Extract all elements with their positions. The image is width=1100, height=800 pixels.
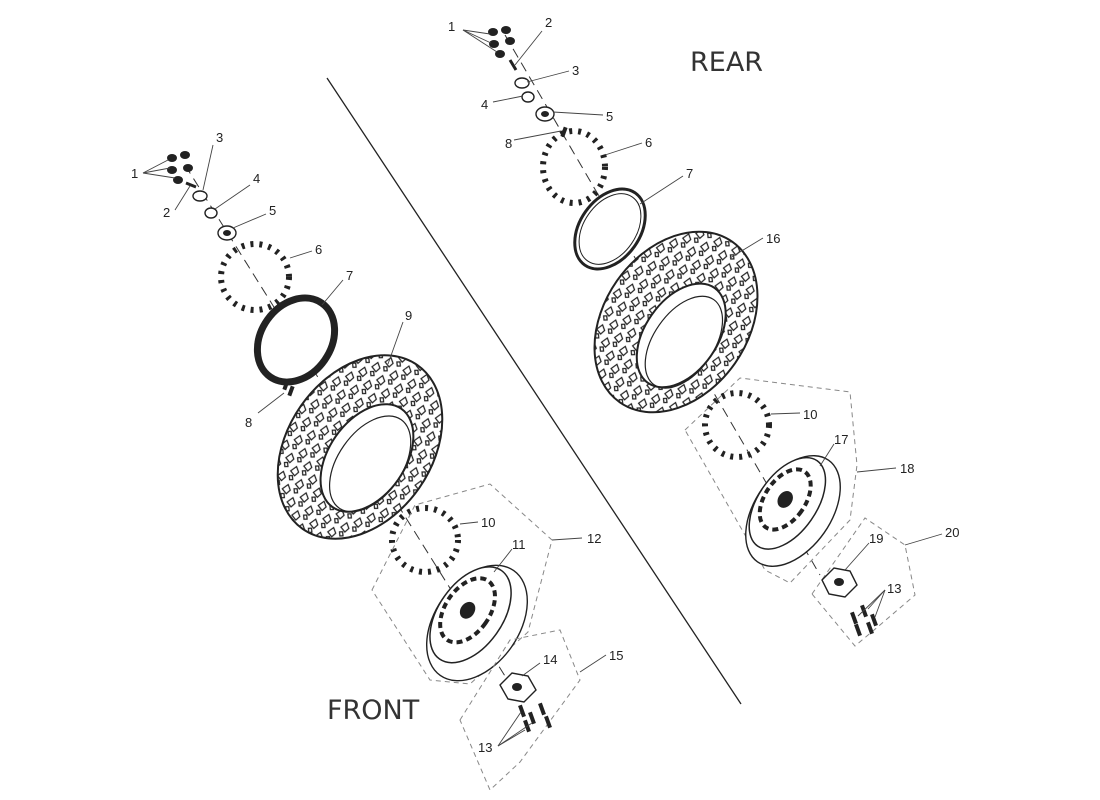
front-wheel-nuts: [389, 505, 461, 575]
callout-front-15: 15: [609, 648, 623, 663]
callout-front-11: 11: [512, 537, 526, 552]
callout-rear-16: 16: [766, 231, 780, 246]
callout-front-9: 9: [405, 308, 412, 323]
rear-hub-kit-box: [811, 517, 916, 647]
front-lug-nuts: [167, 151, 193, 184]
front-rim-kit-box: [371, 483, 553, 685]
rear-bead-bolts: [540, 128, 608, 206]
callout-rear-5: 5: [606, 109, 613, 124]
callout-rear-7: 7: [686, 166, 693, 181]
callout-rear-2: 2: [545, 15, 552, 30]
front-title: FRONT: [327, 695, 420, 726]
callout-front-1: 1: [131, 166, 138, 181]
callout-rear-4: 4: [481, 97, 488, 112]
rear-washer-4: [521, 91, 535, 103]
front-assembly: 1 2 3 4 5 6 7 8 9 10 11 12: [131, 130, 623, 791]
callout-front-4: 4: [253, 171, 260, 186]
callout-front-7: 7: [346, 268, 353, 283]
rear-rim-kit-box: [684, 377, 858, 584]
front-washer-4: [204, 207, 218, 219]
callout-rear-20: 20: [945, 525, 959, 540]
rear-assembly: 1 2 3 4 5 6 8 7 16 10 17 18 19: [448, 15, 959, 647]
front-hub-nut: [217, 225, 237, 241]
rear-callouts: 1 2 3 4 5 6 8 7 16 10 17 18 19: [448, 15, 959, 618]
rear-lug-nuts: [488, 26, 515, 58]
front-callouts: 1 2 3 4 5 6 7 8 9 10 11 12: [131, 130, 623, 755]
callout-rear-13: 13: [887, 581, 901, 596]
rear-ring-bolt: [560, 126, 568, 138]
rear-wheel-studs: [850, 604, 878, 637]
rear-hub: [821, 567, 858, 598]
callout-front-2: 2: [163, 205, 170, 220]
front-hub: [499, 672, 537, 703]
callout-rear-19: 19: [869, 531, 883, 546]
rear-hub-nut: [535, 106, 555, 122]
front-bead-bolts: [218, 241, 292, 313]
callout-rear-8: 8: [505, 136, 512, 151]
front-wheel-studs: [518, 702, 552, 733]
front-cotter-pin: [185, 181, 197, 189]
callout-front-5: 5: [269, 203, 276, 218]
callout-rear-10: 10: [803, 407, 817, 422]
separator-line: [326, 77, 742, 705]
rear-tire: [593, 230, 759, 414]
rear-cotter-pin: [508, 59, 518, 71]
callout-front-6: 6: [315, 242, 322, 257]
callout-front-14: 14: [543, 652, 557, 667]
front-ring-bolts: [282, 379, 295, 397]
callout-rear-1: 1: [448, 19, 455, 34]
front-washer-3: [192, 190, 208, 202]
callout-rear-18: 18: [900, 461, 914, 476]
front-hub-kit-box: [459, 629, 581, 791]
callout-front-12: 12: [587, 531, 601, 546]
rear-title: REAR: [690, 47, 763, 78]
callout-front-8: 8: [245, 415, 252, 430]
rear-washer-3: [514, 77, 530, 89]
callout-front-13: 13: [478, 740, 492, 755]
rear-rim: [745, 455, 841, 567]
front-tire: [276, 354, 444, 540]
front-beadlock-ring: [253, 294, 339, 386]
callout-rear-3: 3: [572, 63, 579, 78]
callout-front-10: 10: [481, 515, 495, 530]
callout-front-3: 3: [216, 130, 223, 145]
rear-beadlock-ring: [573, 187, 647, 271]
callout-rear-17: 17: [834, 432, 848, 447]
front-rim: [425, 564, 529, 682]
rear-wheel-nuts: [702, 390, 772, 460]
callout-rear-6: 6: [645, 135, 652, 150]
front-axis: [184, 164, 521, 701]
